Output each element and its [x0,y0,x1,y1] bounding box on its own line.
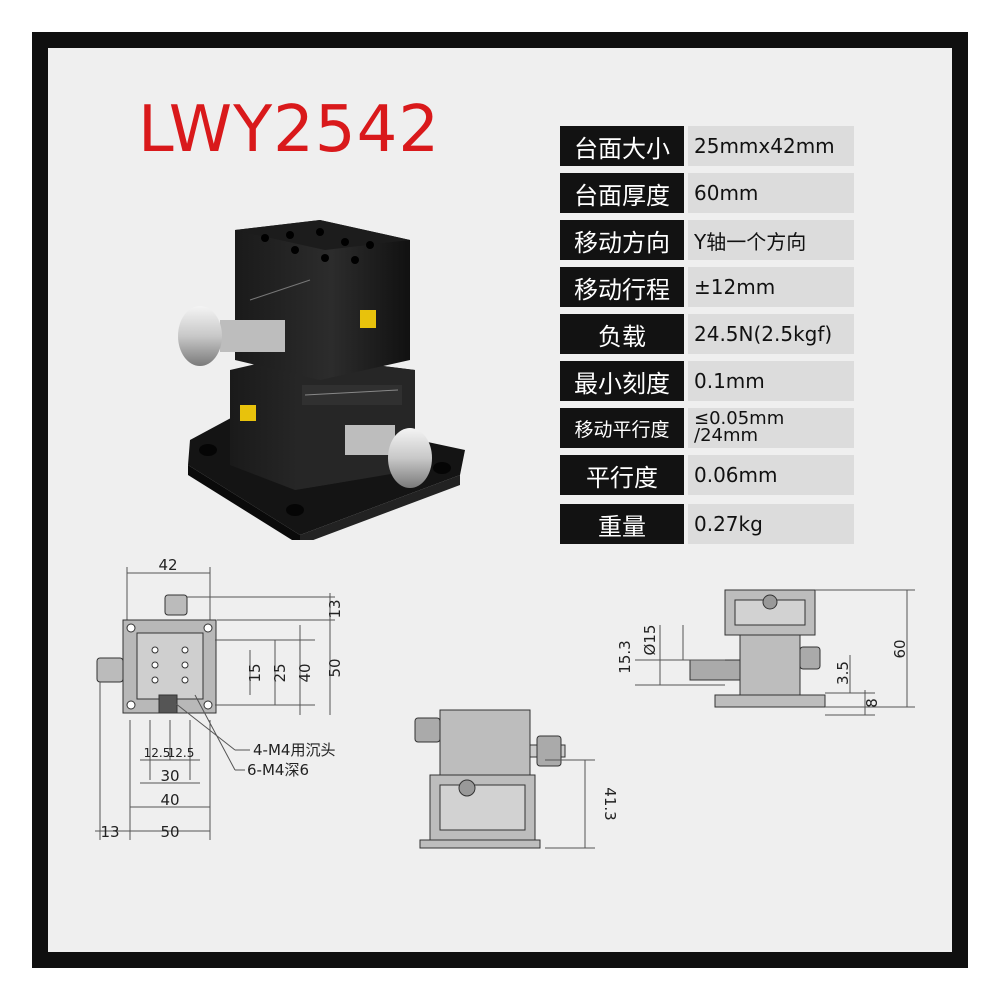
spec-key: 重量 [560,504,684,544]
side-view-drawing: 15.3 Ø15 60 3.5 8 [616,589,915,716]
spec-value: 60mm [688,173,854,213]
dim-40: 40 [160,791,179,809]
callout-countersink: 4-M4用沉头 [253,741,335,759]
spec-key: 负载 [560,314,684,354]
spec-value-line: ≤0.05mm [694,408,785,429]
front-view-drawing: 41.3 [414,709,619,849]
spec-row: 台面大小 25mmx42mm [560,126,854,166]
dim-13: 13 [326,599,344,618]
spec-value: ±12mm [688,267,854,307]
top-view-drawing: 42 13 15 25 40 50 12.5 12.5 30 40 13 50 … [95,556,344,841]
spec-row: 最小刻度 0.1mm [560,361,854,401]
dim-8: 8 [863,698,881,708]
spec-value-line: /24mm [694,425,759,446]
dim-3-5: 3.5 [834,661,852,685]
spec-row: 平行度 0.06mm [560,455,854,495]
spec-value: 25mmx42mm [688,126,854,166]
spec-key: 台面厚度 [560,173,684,213]
callout-thread-depth: 6-M4深6 [247,761,309,779]
dim-diameter-15: Ø15 [641,625,659,656]
spec-key: 移动方向 [560,220,684,260]
dim-15-3: 15.3 [616,640,634,673]
spec-value: 0.1mm [688,361,854,401]
product-title: LWY2542 [138,93,441,167]
spec-key: 移动行程 [560,267,684,307]
spec-value: Y轴一个方向 [688,220,854,260]
dim-30: 30 [160,767,179,785]
spec-row: 移动行程 ±12mm [560,267,854,307]
spec-row: 负载 24.5N(2.5kgf) [560,314,854,354]
spec-row: 移动方向 Y轴一个方向 [560,220,854,260]
spec-row: 台面厚度 60mm [560,173,854,213]
dim-41-3: 41.3 [601,787,619,820]
dim-13: 13 [100,823,119,841]
dim-50: 50 [160,823,179,841]
dim-12-5: 12.5 [144,746,171,760]
spec-value: 0.27kg [688,504,854,544]
spec-key: 平行度 [560,455,684,495]
spec-key: 移动平行度 [560,408,684,448]
spec-row: 移动平行度 ≤0.05mm /24mm [560,408,854,448]
spec-value: 24.5N(2.5kgf) [688,314,854,354]
dim-60: 60 [891,639,909,658]
spec-row: 重量 0.27kg [560,504,854,544]
dim-25: 25 [271,663,289,682]
dim-42: 42 [158,556,177,574]
dim-40: 40 [296,663,314,682]
spec-value: 0.06mm [688,455,854,495]
spec-key: 台面大小 [560,126,684,166]
dim-50: 50 [326,658,344,677]
spec-value: ≤0.05mm /24mm [688,408,854,448]
dim-15: 15 [246,663,264,682]
product-photo [178,220,465,540]
spec-key: 最小刻度 [560,361,684,401]
dim-12-5: 12.5 [168,746,195,760]
